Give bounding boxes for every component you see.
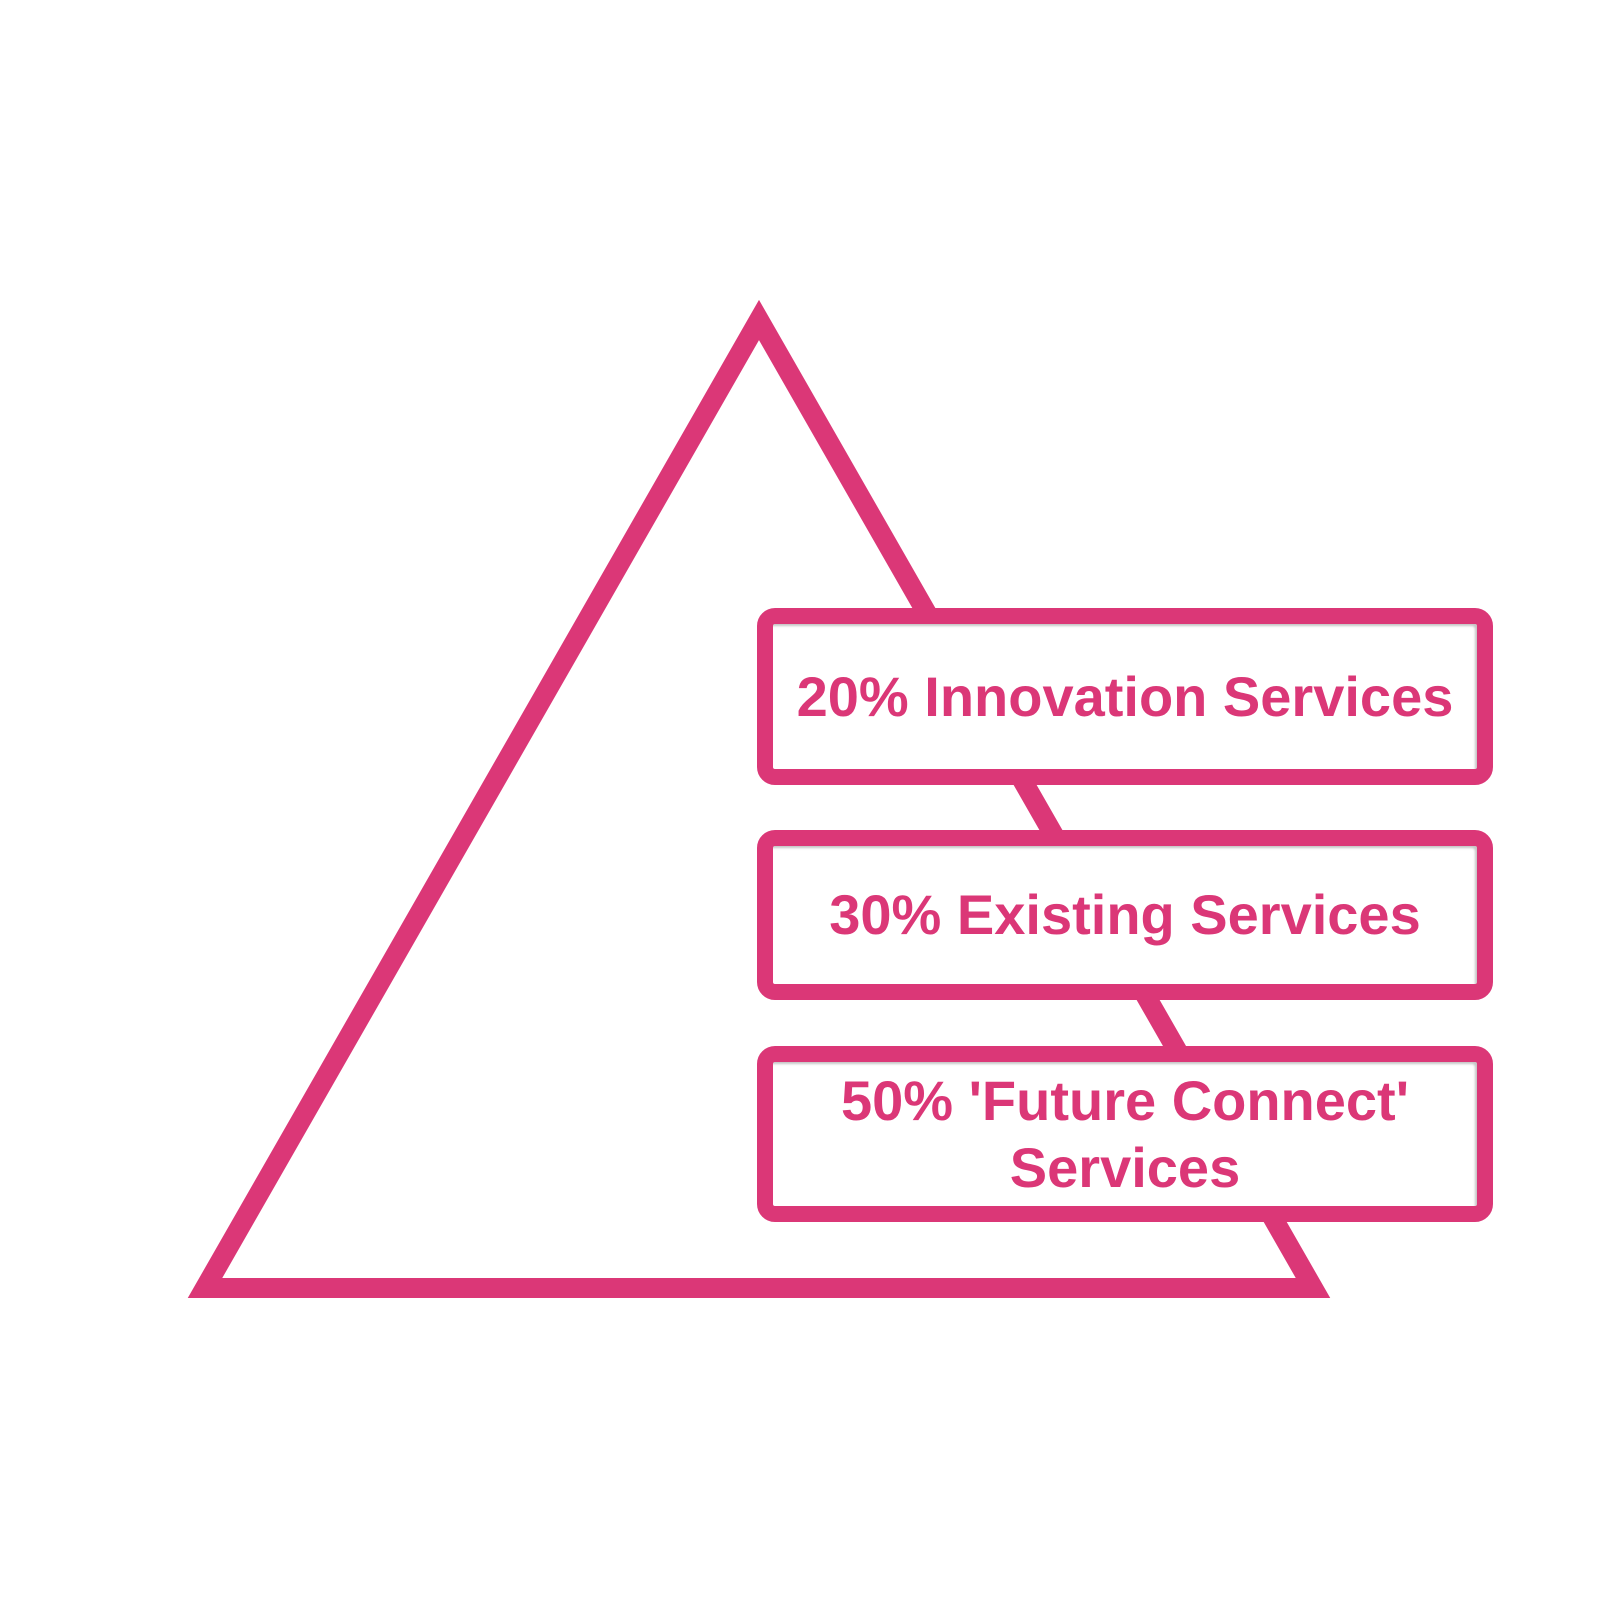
triangle-outline-icon [187, 299, 1331, 1298]
level-label: 20% Innovation Services [796, 664, 1454, 728]
level-box-future-connect-services: 50% 'Future Connect' Services [757, 1046, 1493, 1222]
level-label-line-2: Services [1009, 1136, 1241, 1199]
level-box-existing-services: 30% Existing Services [757, 830, 1493, 1000]
level-box-innovation-services: 20% Innovation Services [757, 608, 1493, 785]
level-label-line-1: 50% 'Future Connect' [840, 1068, 1410, 1132]
level-label: 30% Existing Services [829, 883, 1421, 947]
